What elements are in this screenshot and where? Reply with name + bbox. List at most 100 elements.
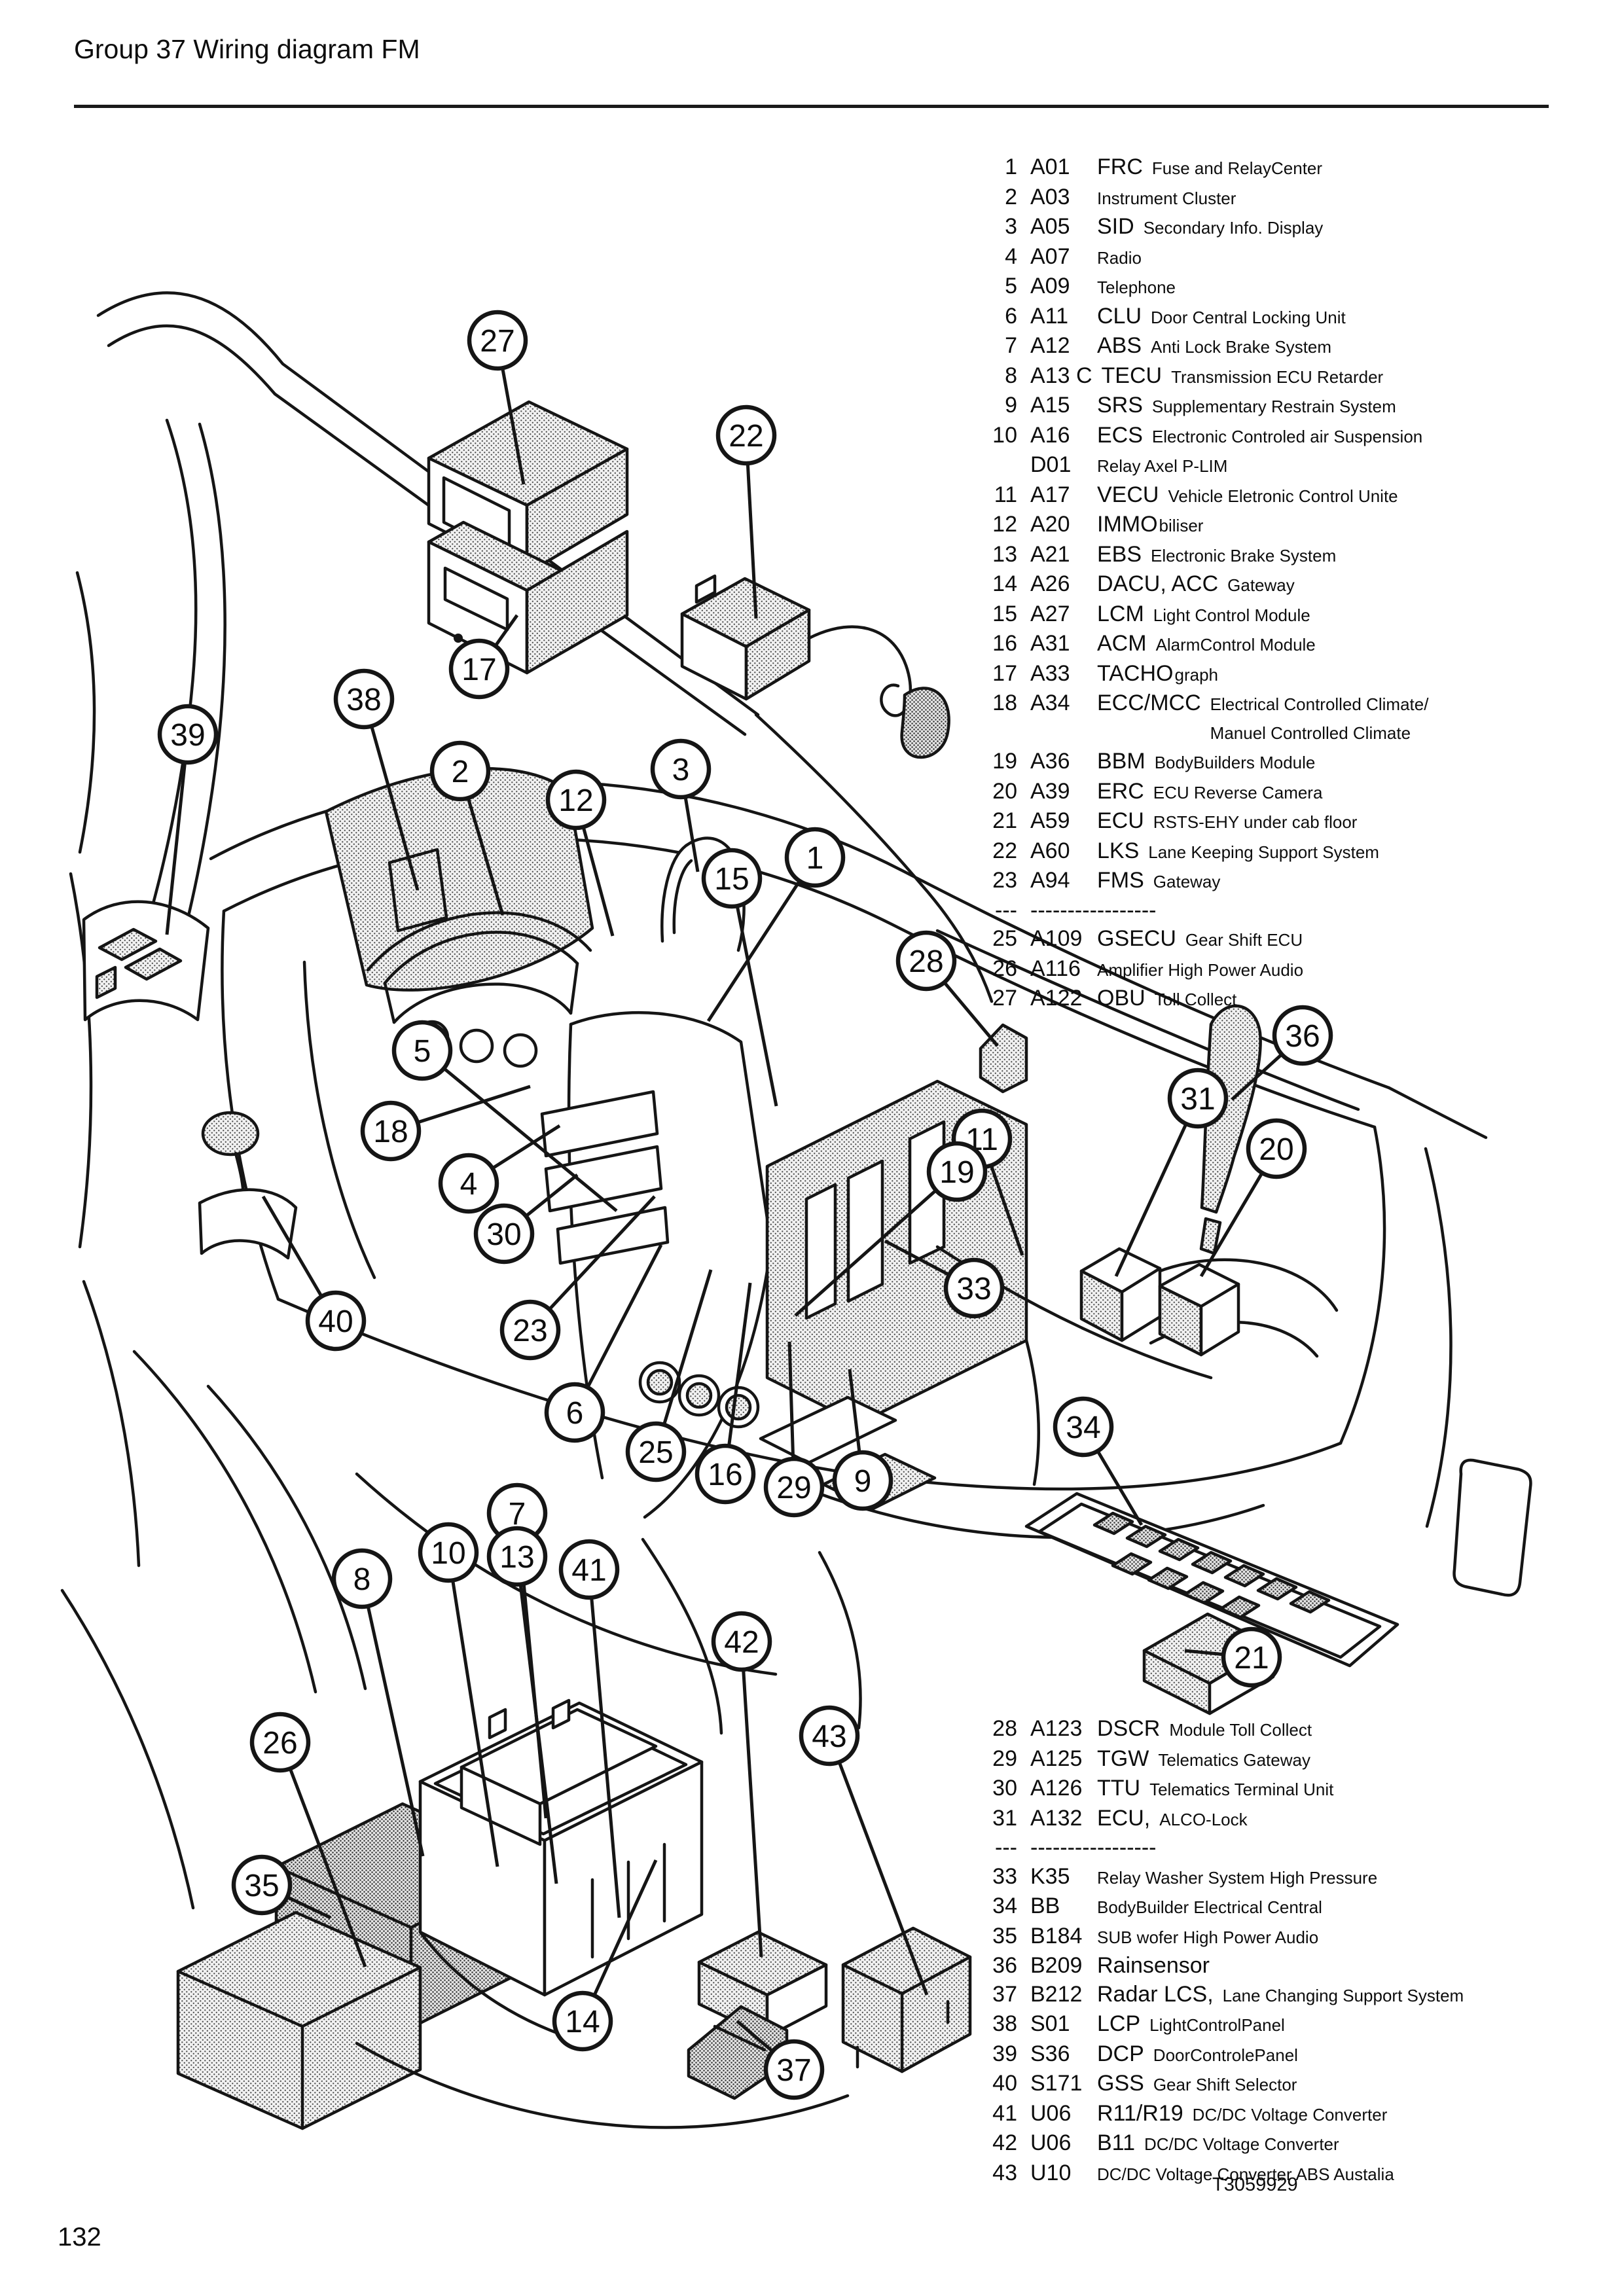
callout-4: 4 [438, 1153, 499, 1214]
legend-item-code: A16 [1030, 422, 1070, 448]
callout-16: 16 [695, 1443, 756, 1505]
callout-36-label: 36 [1285, 1019, 1320, 1054]
callout-13: 13 [486, 1526, 548, 1587]
legend-item-code: A03 [1030, 184, 1070, 209]
callout-28: 28 [895, 930, 957, 992]
legend-item-number: 19 [992, 749, 1017, 774]
legend-item-code: U06 [1030, 2100, 1072, 2126]
legend-item-number: 2 [1005, 184, 1017, 209]
callout-35-circle [231, 1854, 293, 1916]
legend-item-description: graph [1174, 664, 1218, 685]
legend-item-number: 5 [1005, 274, 1017, 298]
legend-item-code: D01 [1030, 452, 1072, 477]
callout-6-circle [544, 1382, 605, 1443]
callout-26-circle [249, 1712, 311, 1773]
legend-item-number: 4 [1005, 243, 1017, 269]
legend-item-acronym: FMS [1097, 868, 1144, 893]
callout-19-leader [794, 1170, 958, 1317]
callout-22-leader [744, 435, 758, 619]
callout-38-circle [333, 668, 395, 730]
legend-item-acronym: TGW [1097, 1746, 1149, 1771]
legend-item-code: A15 [1030, 393, 1070, 418]
callout-9-label: 9 [854, 1464, 872, 1499]
callout-14-circle [552, 1990, 613, 2052]
legend-item-number: 12 [992, 512, 1017, 537]
callout-12-label: 12 [558, 783, 593, 818]
legend-item-number: 25 [992, 926, 1017, 951]
callout-41-label: 41 [571, 1553, 606, 1588]
legend-item-code: S01 [1030, 2011, 1070, 2036]
callout-37-circle [763, 2039, 825, 2100]
callout-43-leader [827, 1735, 929, 1996]
callout-5-leader [421, 1049, 618, 1212]
legend-item-description: Relay Washer System High Pressure [1097, 1867, 1378, 1888]
callout-15: 15 [701, 848, 763, 909]
legend-item-code: A59 [1030, 808, 1070, 833]
legend-item-description: Transmission ECU Retarder [1171, 367, 1384, 387]
legend-item-code: A01 [1030, 154, 1070, 179]
legend-item-number: 38 [992, 2011, 1017, 2036]
callout-19-circle [926, 1141, 988, 1202]
legend-item-number: 36 [992, 1953, 1017, 1978]
legend-item-description: DC/DC Voltage Converter ABS Austalia [1097, 2164, 1394, 2184]
legend-item-code: A26 [1030, 571, 1070, 596]
legend-separator: -------------------- [977, 1834, 1618, 1863]
legend-item-number: 11 [994, 482, 1017, 507]
legend-item-acronym: DACU, ACC [1097, 571, 1219, 596]
legend-item-acronym: ECS [1097, 422, 1143, 448]
callout-40-circle [305, 1290, 367, 1352]
legend-item-number: 3 [1005, 214, 1017, 239]
callout-31-label: 31 [1180, 1082, 1215, 1117]
callout-38-label: 38 [346, 683, 381, 717]
legend-item-description: Gear Shift ECU [1185, 930, 1303, 950]
legend-item-number: 23 [992, 868, 1017, 893]
legend-item-description: Supplementary Restrain System [1151, 397, 1396, 416]
callout-27: 27 [467, 310, 528, 371]
header-rule [74, 105, 1549, 108]
callout-35: 35 [231, 1854, 293, 1916]
legend-item-code: U10 [1030, 2160, 1072, 2185]
legend-item-code: A07 [1030, 243, 1070, 269]
callout-39: 39 [157, 704, 219, 765]
callout-3: 3 [650, 738, 712, 800]
callout-39-circle [157, 704, 219, 765]
legend-item-acronym: R11/R19 [1097, 2100, 1183, 2126]
callout-6: 6 [544, 1382, 605, 1443]
callout-8-leader [360, 1578, 425, 1857]
legend-item-acronym: TTU [1097, 1776, 1141, 1801]
legend-item-description: Radio [1097, 247, 1142, 268]
callout-6-leader [573, 1244, 663, 1414]
legend-item-number: 13 [992, 541, 1017, 567]
legend-item-number: 35 [992, 1923, 1017, 1948]
callout-5-label: 5 [414, 1034, 431, 1069]
legend-row: 4 A07 Radio [977, 243, 1618, 273]
callout-1: 1 [784, 827, 846, 888]
legend-item-number: 41 [992, 2100, 1017, 2126]
legend-item-code: A33 [1030, 660, 1070, 686]
legend-item-acronym: BBM [1097, 749, 1146, 774]
callout-43-label: 43 [812, 1719, 846, 1754]
callout-40-label: 40 [318, 1304, 353, 1339]
legend-item-description: Telematics Gateway [1158, 1749, 1310, 1770]
legend-item-number: 22 [992, 838, 1017, 863]
callout-23-circle [499, 1299, 561, 1361]
callout-42-leader [740, 1641, 763, 1958]
legend-item-acronym: ACM [1097, 631, 1147, 656]
legend-item-acronym: FRC [1097, 154, 1143, 179]
legend-item-description: Secondary Info. Display [1143, 218, 1324, 238]
callout-12-circle [545, 769, 607, 831]
callout-22-label: 22 [729, 419, 763, 454]
callout-41: 41 [558, 1539, 620, 1600]
callout-30-label: 30 [486, 1217, 521, 1252]
figure-reference: T3059929 [1212, 2174, 1298, 2195]
legend-item-number: 28 [992, 1716, 1017, 1741]
callout-28-label: 28 [909, 944, 943, 979]
